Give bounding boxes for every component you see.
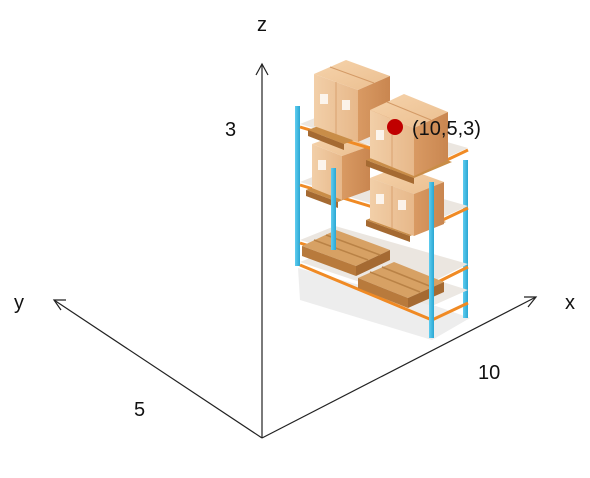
- x-axis-value: 10: [478, 362, 500, 384]
- point-label: (10,5,3): [412, 118, 481, 140]
- axes: [52, 62, 538, 439]
- y-axis-label: y: [14, 292, 24, 314]
- shelf-shadow: [298, 268, 470, 340]
- point-marker: [387, 119, 403, 135]
- x-axis-line: [261, 296, 537, 439]
- pallet-floor-right: [358, 262, 444, 308]
- shelf-upright-back-left: [295, 106, 300, 266]
- z-axis-arrow-icon: [255, 62, 269, 76]
- x-axis-label: x: [565, 292, 575, 314]
- shelf-upright-front-right: [429, 182, 434, 338]
- z-axis-value: 3: [225, 119, 236, 141]
- y-axis-arrow-icon: [52, 299, 66, 311]
- y-axis-value: 5: [134, 399, 145, 421]
- z-axis-label: z: [257, 14, 267, 36]
- pallet-floor-left: [302, 230, 390, 276]
- box-stack-top-right: [370, 94, 448, 176]
- shelf-upright-front-left: [331, 168, 336, 250]
- shelf-upright-back-right: [463, 160, 468, 318]
- warehouse-shelf-illustration: [295, 60, 470, 340]
- y-axis-line: [53, 299, 263, 439]
- x-axis-arrow-icon: [524, 296, 538, 308]
